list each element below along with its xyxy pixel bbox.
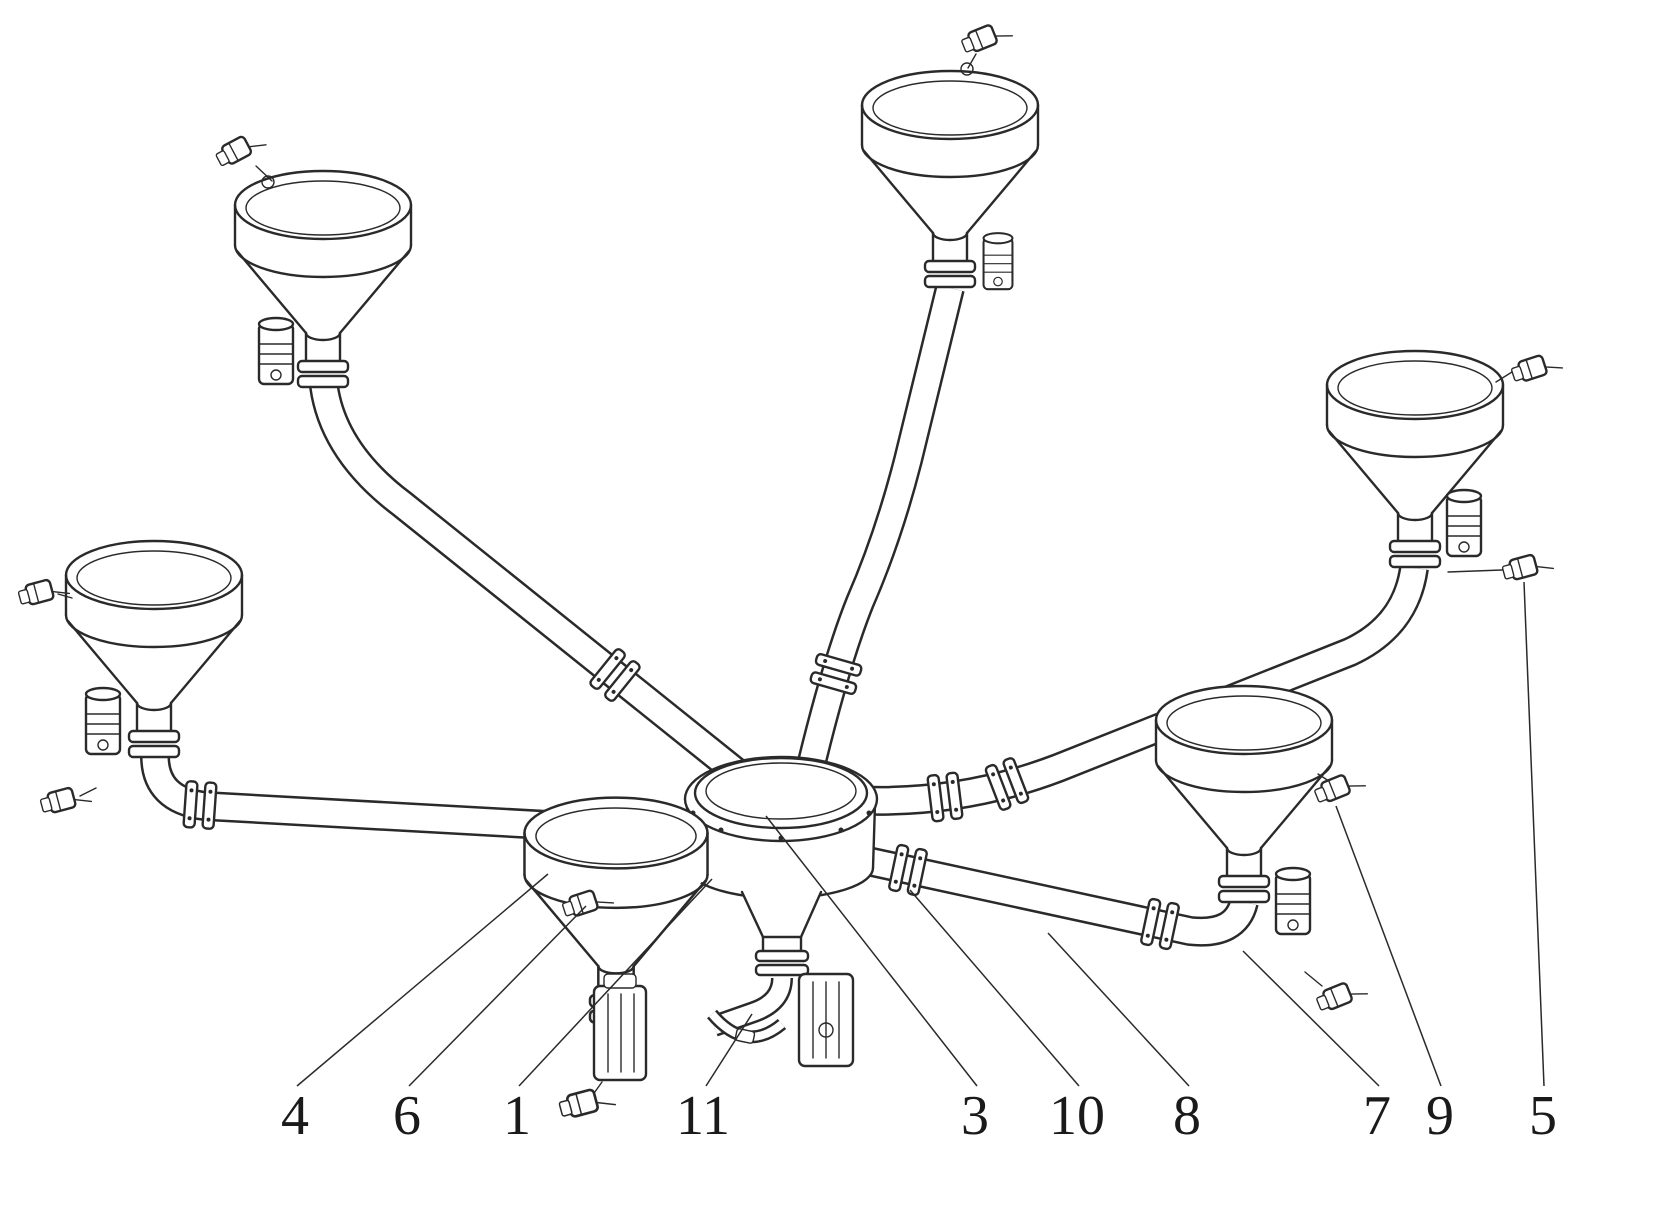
flange-bolt — [866, 810, 872, 816]
part-label-8: 8 — [1173, 1085, 1201, 1147]
level-sensor — [37, 781, 93, 817]
chamber-discharge — [710, 890, 823, 1037]
part-label-4: 4 — [281, 1085, 309, 1147]
leader-line-6 — [408, 905, 587, 1087]
chamber-lid-inner — [705, 762, 857, 820]
rim-port — [261, 175, 275, 189]
hopper-motor — [1445, 488, 1483, 558]
leader-lines — [296, 581, 1545, 1087]
discharge-handle — [707, 1009, 787, 1044]
part-label-11: 11 — [676, 1085, 730, 1147]
discharge-flange — [754, 949, 810, 963]
leader-line-5 — [1523, 581, 1545, 1087]
leader-line-1 — [518, 878, 713, 1087]
hopper-motor — [257, 316, 295, 386]
discharge-motor — [797, 972, 855, 1068]
level-sensor — [15, 573, 71, 609]
discharge-flange — [754, 963, 810, 977]
leader-line-9 — [1335, 805, 1442, 1087]
part-label-6: 6 — [393, 1085, 421, 1147]
part-label-1: 1 — [503, 1085, 531, 1147]
hopper-top-left — [212, 126, 413, 389]
level-sensor — [212, 126, 268, 170]
hopper-right-upper — [1325, 348, 1564, 584]
rim-port — [960, 62, 974, 76]
hopper-foreground — [523, 796, 709, 1121]
part-label-10: 10 — [1049, 1085, 1105, 1147]
hopper-left — [15, 539, 244, 817]
leader-line-3 — [765, 815, 978, 1087]
part-label-3: 3 — [961, 1085, 989, 1147]
part-label-9: 9 — [1426, 1085, 1454, 1147]
level-sensor — [1508, 348, 1564, 386]
flange-bolt — [838, 827, 844, 833]
level-sensor — [1499, 548, 1555, 584]
feed-pipe-right-lower — [836, 840, 1259, 947]
feed-pipe-right-upper — [849, 565, 1429, 816]
feed-pipe-top-center — [795, 284, 965, 774]
leader-line-10 — [909, 889, 1080, 1087]
part-label-7: 7 — [1363, 1085, 1391, 1147]
hopper-motor — [1274, 866, 1312, 936]
feed-pipes — [140, 284, 1429, 947]
part-label-5: 5 — [1529, 1085, 1557, 1147]
level-sensor — [1313, 975, 1369, 1015]
leader-line-7 — [1242, 950, 1380, 1087]
hopper-right-lower — [1154, 684, 1369, 1015]
hopper-motor — [982, 232, 1014, 291]
hopper-foreground-motor — [592, 973, 648, 1082]
chamber-lid — [693, 756, 869, 830]
leader-line-11 — [705, 1013, 753, 1087]
leader-line-4 — [296, 873, 549, 1087]
outlet-valve — [556, 1083, 617, 1121]
hopper-motor — [84, 686, 122, 756]
part-labels: 4 6 1 11 3 10 8 7 9 5 — [281, 1085, 1557, 1147]
flange-bolt — [718, 827, 724, 833]
level-sensor — [958, 17, 1014, 57]
leader-line-8 — [1047, 932, 1190, 1087]
hopper-top-center — [860, 17, 1040, 291]
feed-pipe-top-left — [309, 383, 750, 787]
